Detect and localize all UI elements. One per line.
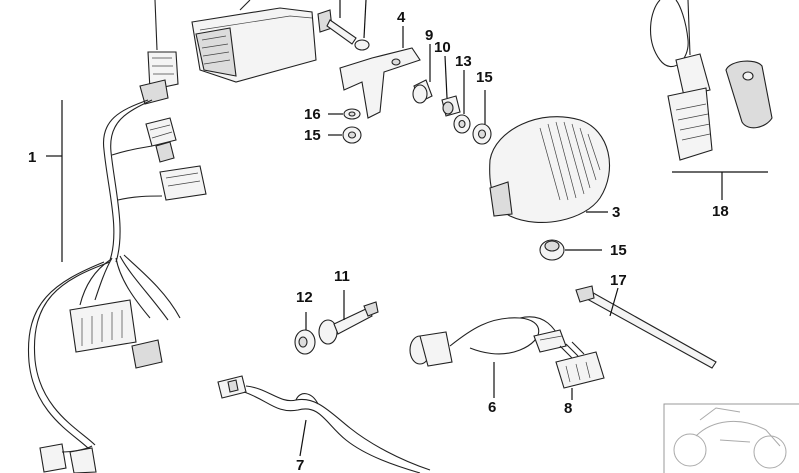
callout-13: 13 — [455, 53, 472, 70]
washer-part-13 — [453, 70, 471, 134]
callout-9: 9 — [425, 27, 433, 44]
cable-tie-part-17 — [575, 285, 717, 369]
washer-part-16 — [328, 108, 361, 120]
callout-12: 12 — [296, 289, 313, 306]
cap-part-12 — [294, 312, 316, 355]
callout-15-right: 15 — [476, 69, 493, 86]
callout-7: 7 — [296, 457, 304, 473]
spacer-part-10 — [441, 55, 461, 117]
horn-cover-part-3 — [489, 116, 611, 223]
nut-part-15-right — [472, 90, 492, 145]
screw-part-11 — [318, 290, 379, 345]
control-box — [191, 0, 317, 83]
remote-key-part-18 — [649, 0, 773, 200]
socket-cable-part-6 — [409, 316, 567, 398]
cable-part-7 — [217, 375, 431, 473]
callout-11: 11 — [334, 268, 350, 285]
callout-1: 1 — [28, 149, 36, 166]
callout-6: 6 — [488, 399, 496, 416]
callout-3: 3 — [612, 204, 620, 221]
callout-18: 18 — [712, 203, 729, 220]
callout-16: 16 — [304, 106, 321, 123]
callout-17: 17 — [610, 272, 627, 289]
mounting-bracket — [339, 26, 421, 119]
motorcycle-thumbnail — [663, 403, 799, 473]
callout-8: 8 — [564, 400, 572, 417]
callout-10: 10 — [434, 39, 451, 56]
nut-part-15-left — [328, 126, 362, 144]
wiring-harness-part-1 — [27, 0, 207, 473]
connector-part-8 — [555, 341, 605, 400]
callout-4: 4 — [397, 9, 406, 26]
bushing-part-9 — [412, 44, 433, 104]
nut-part-15-bottom — [539, 239, 602, 261]
mounting-bolt-top — [317, 0, 370, 51]
callout-15-left: 15 — [304, 127, 321, 144]
callout-15-bottom: 15 — [610, 242, 627, 259]
